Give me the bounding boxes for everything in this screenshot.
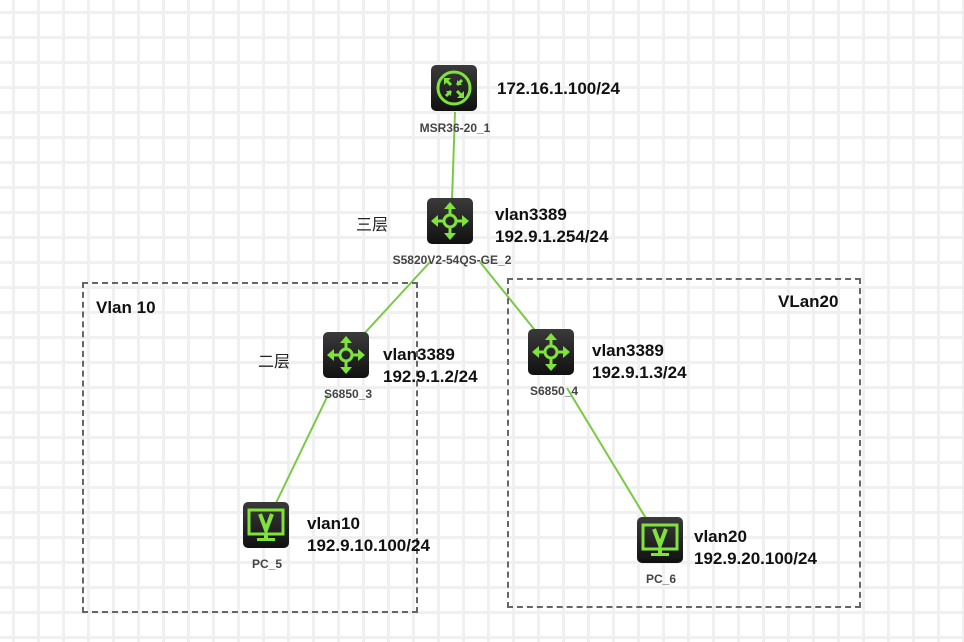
sw4-info: vlan3389 192.9.1.3/24 <box>592 340 687 384</box>
sw3-info: vlan3389 192.9.1.2/24 <box>383 344 478 388</box>
router-icon <box>436 70 472 106</box>
sw4-name: S6850_4 <box>529 384 579 398</box>
zone-vlan10-label: Vlan 10 <box>96 298 156 317</box>
core-switch-name: S5820V2-54QS-GE_2 <box>392 253 512 267</box>
link-sw4-pc6 <box>566 387 648 521</box>
sw3-device[interactable] <box>323 332 369 378</box>
link-router-core <box>451 111 456 201</box>
link-sw3-pc5 <box>275 394 329 504</box>
sw3-vlan: vlan3389 <box>383 345 455 364</box>
pc5-info: vlan10 192.9.10.100/24 <box>307 513 430 557</box>
pc6-name: PC_6 <box>645 572 677 586</box>
link-core-sw4 <box>479 261 539 335</box>
sw3-ip: 192.9.1.2/24 <box>383 367 478 386</box>
pc5-device[interactable] <box>243 502 289 548</box>
router-name: MSR36-20_1 <box>419 121 491 135</box>
core-ip: 192.9.1.254/24 <box>495 227 609 246</box>
pc-icon <box>247 508 285 541</box>
pc6-vlan: vlan20 <box>694 527 747 546</box>
pc5-name: PC_5 <box>251 557 283 571</box>
pc5-vlan: vlan10 <box>307 514 360 533</box>
sw4-device[interactable] <box>528 329 574 375</box>
switch-icon <box>431 202 469 240</box>
core-vlan: vlan3389 <box>495 205 567 224</box>
switch-icon <box>327 336 365 374</box>
pc5-ip: 192.9.10.100/24 <box>307 536 430 555</box>
router-ip: 172.16.1.100/24 <box>497 79 620 98</box>
sw3-name: S6850_3 <box>323 387 373 401</box>
sw4-vlan: vlan3389 <box>592 341 664 360</box>
link-core-sw3 <box>361 261 431 337</box>
layer2-label: 二层 <box>258 352 291 371</box>
core-switch-device[interactable] <box>427 198 473 244</box>
layer3-label: 三层 <box>356 215 389 234</box>
zone-vlan20-label: VLan20 <box>778 292 839 311</box>
router-info: 172.16.1.100/24 <box>497 78 620 100</box>
pc6-device[interactable] <box>637 517 683 563</box>
pc6-info: vlan20 192.9.20.100/24 <box>694 526 817 570</box>
core-switch-info: vlan3389 192.9.1.254/24 <box>495 204 608 248</box>
pc6-ip: 192.9.20.100/24 <box>694 549 817 568</box>
zone-vlan20[interactable] <box>507 278 861 608</box>
sw4-ip: 192.9.1.3/24 <box>592 363 687 382</box>
switch-icon <box>532 333 570 371</box>
zone-vlan10[interactable] <box>82 282 418 613</box>
router-device[interactable] <box>431 65 477 111</box>
pc-icon <box>641 523 679 556</box>
